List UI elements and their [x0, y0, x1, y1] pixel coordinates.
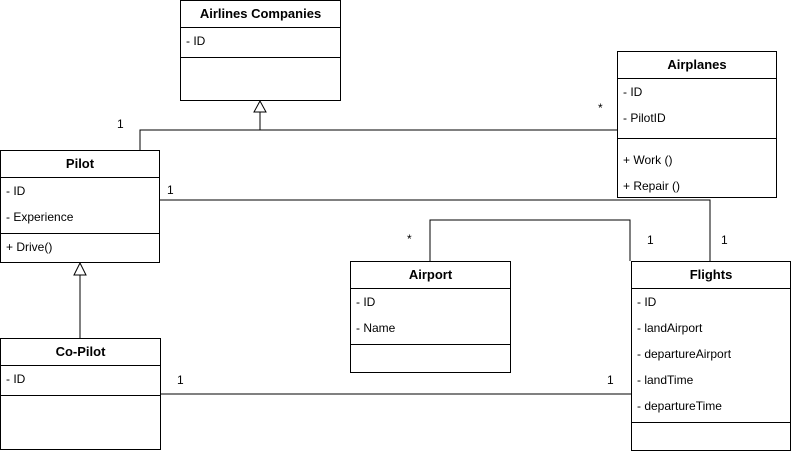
pilot-inheritance-line [139, 112, 261, 150]
attribute: - Experience [6, 210, 74, 224]
attribute: - ID [186, 34, 206, 48]
class-title: Pilot [1, 151, 159, 178]
attributes-section: - ID - Experience [1, 178, 159, 234]
multiplicity-pilot-flights: 1 [167, 183, 174, 197]
class-title: Airport [351, 262, 510, 289]
attribute: - landAirport [637, 321, 703, 335]
airport-flights-line [429, 219, 631, 261]
attribute: - PilotID [623, 111, 666, 125]
operations-section: + Work () + Repair () [618, 139, 776, 199]
attribute: - ID [356, 295, 376, 309]
class-airplanes: Airplanes - ID - PilotID + Work () + Rep… [617, 51, 777, 198]
attributes-section: - ID - PilotID [618, 79, 776, 139]
multiplicity-pilot-airlines: 1 [117, 117, 124, 131]
multiplicity-airport-side: * [407, 232, 412, 246]
generalization-arrow-airlines [253, 99, 267, 113]
operation: + Drive() [6, 240, 53, 254]
multiplicity-flights-airport-side: 1 [647, 233, 654, 247]
attribute: - departureAirport [637, 347, 732, 361]
attributes-section: - ID [181, 28, 340, 58]
attribute: - ID [637, 295, 657, 309]
generalization-arrow-pilot [73, 261, 87, 276]
attributes-section: - ID - landAirport - departureAirport - … [632, 289, 790, 423]
operations-section: + Drive() [1, 234, 159, 260]
class-title: Flights [632, 262, 790, 289]
class-pilot: Pilot - ID - Experience + Drive() [0, 150, 160, 263]
class-airlines-companies: Airlines Companies - ID [180, 0, 341, 101]
multiplicity-airplanes-airlines: * [598, 101, 603, 115]
attribute: - landTime [637, 373, 694, 387]
pilot-flights-line [160, 199, 711, 261]
attribute: - ID [6, 372, 26, 386]
multiplicity-flights-pilot-side: 1 [721, 233, 728, 247]
class-co-pilot: Co-Pilot - ID [0, 338, 161, 450]
class-title: Airplanes [618, 52, 776, 79]
operation: + Repair () [623, 179, 681, 193]
operation: + Work () [623, 153, 673, 167]
attribute: - ID [6, 184, 26, 198]
class-title: Airlines Companies [181, 1, 340, 28]
attributes-section: - ID [1, 366, 160, 396]
class-airport: Airport - ID - Name [350, 261, 511, 373]
attribute: - departureTime [637, 399, 722, 413]
class-flights: Flights - ID - landAirport - departureAi… [631, 261, 791, 451]
multiplicity-flights-copilot-side: 1 [607, 373, 614, 387]
multiplicity-copilot-flights: 1 [177, 373, 184, 387]
attribute: - ID [623, 85, 643, 99]
attributes-section: - ID - Name [351, 289, 510, 345]
class-title: Co-Pilot [1, 339, 160, 366]
attribute: - Name [356, 321, 396, 335]
